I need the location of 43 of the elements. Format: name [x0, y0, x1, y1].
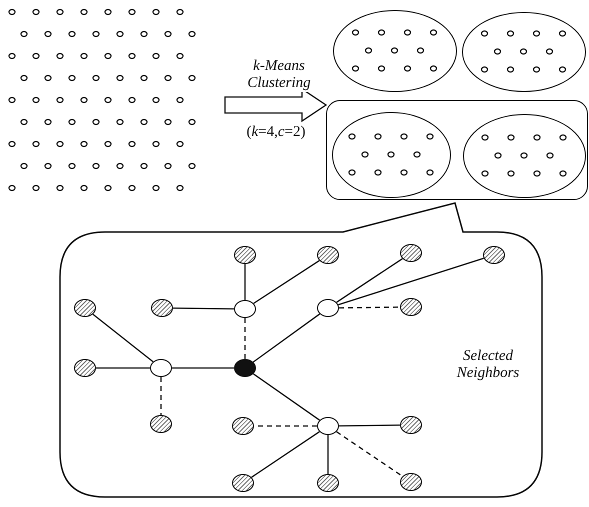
edge-line	[173, 307, 234, 310]
edge-line	[338, 258, 484, 306]
cluster-ellipse	[333, 10, 457, 92]
center-node	[317, 299, 339, 317]
edge-line	[244, 264, 246, 300]
neighbor-node	[232, 417, 254, 435]
neighbor-node	[74, 299, 96, 317]
cluster-ellipse	[462, 12, 586, 92]
neighbor-node	[400, 473, 422, 491]
edge-line	[172, 367, 234, 369]
center-node	[234, 300, 256, 318]
parameter-label: (k=4,c=2)	[245, 124, 307, 141]
neighbor-node	[483, 246, 505, 264]
edge-line	[244, 318, 246, 359]
center-node	[150, 359, 172, 377]
edge-line	[253, 373, 320, 421]
cluster-ellipse	[463, 114, 586, 198]
edge-line	[92, 314, 154, 362]
edge-line	[336, 431, 403, 477]
edge-line	[96, 367, 150, 369]
edge-line	[339, 306, 400, 309]
neighbor-node	[317, 246, 339, 264]
edge-line	[160, 377, 162, 415]
query-node	[234, 359, 256, 377]
edge-line	[336, 258, 403, 303]
neighbor-node	[400, 244, 422, 262]
edge-line	[252, 313, 320, 363]
neighbor-node	[400, 298, 422, 316]
callout-text: Selected Neighbors	[456, 348, 520, 382]
neighbor-node	[400, 416, 422, 434]
neighbor-node	[232, 474, 254, 492]
edge-line	[339, 424, 400, 427]
neighbor-node	[150, 415, 172, 433]
cluster-ellipse	[332, 112, 451, 198]
cluster-group-box	[326, 100, 588, 200]
edge-line	[253, 260, 320, 304]
edge-line	[327, 435, 329, 474]
neighbor-node	[317, 474, 339, 492]
neighbor-node	[151, 299, 173, 317]
neighbor-node	[74, 359, 96, 377]
neighbor-node	[234, 246, 256, 264]
center-node	[317, 417, 339, 435]
edge-line	[251, 431, 320, 478]
